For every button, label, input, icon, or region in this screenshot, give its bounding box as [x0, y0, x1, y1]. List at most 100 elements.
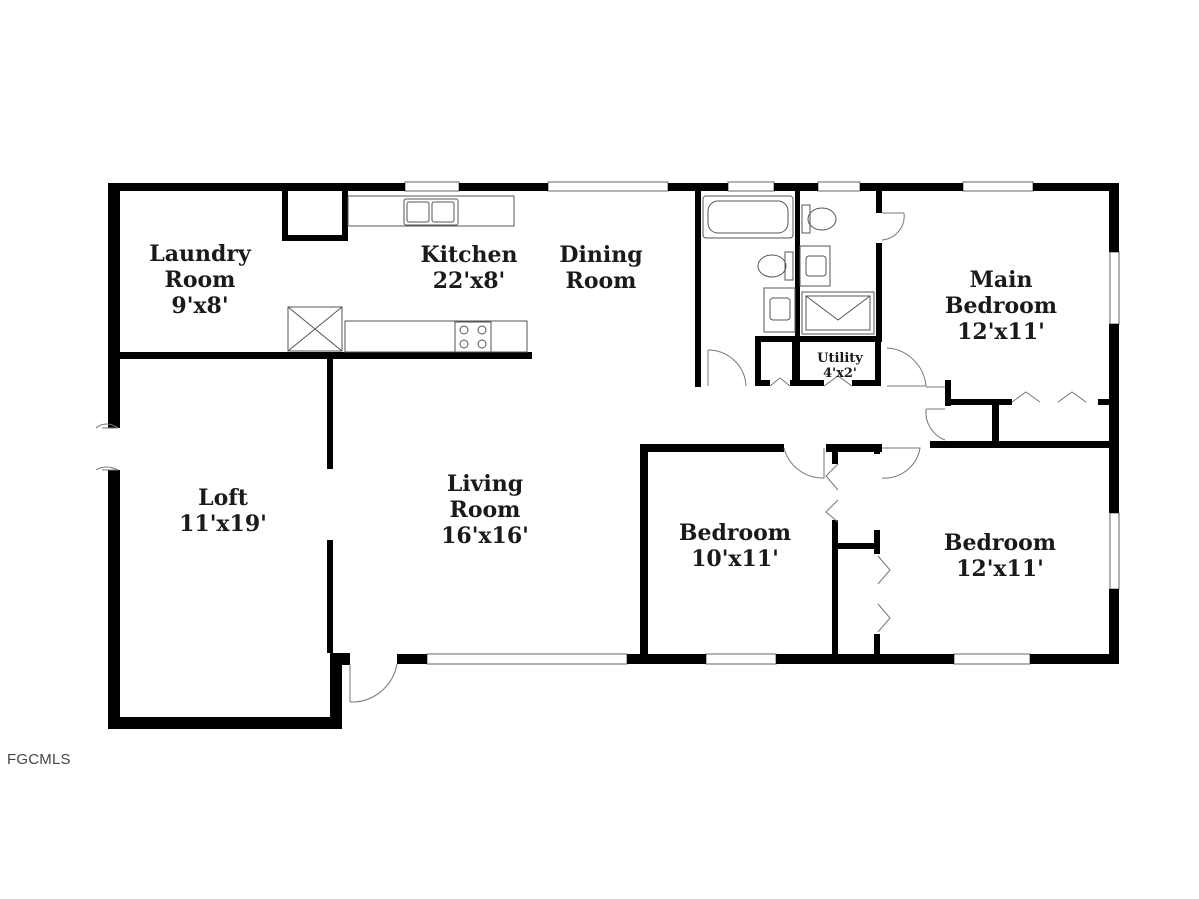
wall [108, 183, 405, 191]
bathtub-inner [707, 200, 789, 234]
wall [330, 653, 342, 729]
wall [342, 191, 348, 241]
wall [876, 243, 882, 342]
wall [342, 653, 350, 665]
watermark-label: FGCMLS [7, 751, 71, 768]
vanity [799, 245, 831, 287]
wall [108, 183, 120, 428]
wall [874, 634, 880, 664]
wall [282, 235, 348, 241]
burner [459, 339, 469, 349]
wall [760, 380, 770, 386]
sink-basin [406, 201, 430, 223]
window [705, 653, 777, 665]
wall [832, 520, 838, 664]
window [1109, 512, 1120, 590]
toilet-tank [784, 251, 794, 281]
loft-name: Loft [198, 485, 249, 511]
wall [874, 530, 880, 554]
wall [992, 399, 999, 444]
toilet-bowl [807, 207, 837, 231]
toilet-tank [801, 204, 811, 234]
sink-basin [431, 201, 455, 223]
wall [860, 183, 963, 191]
shower [801, 291, 875, 335]
refrigerator-x [287, 306, 343, 352]
wall [627, 654, 706, 664]
window [1109, 251, 1120, 325]
sink [805, 255, 827, 277]
bedroom-dims: 10'x11' [691, 546, 779, 572]
window [547, 181, 669, 192]
wall [120, 352, 532, 359]
wall [795, 191, 800, 386]
fixtures [287, 195, 875, 353]
bedroom-name: Bedroom [679, 520, 791, 546]
sink [403, 198, 459, 226]
wall [930, 441, 1109, 448]
stove [454, 321, 492, 353]
door [825, 463, 839, 523]
door [881, 447, 921, 479]
wall [282, 191, 288, 241]
wall [945, 380, 951, 406]
dining-room-name: Dining [559, 242, 642, 268]
wall [668, 183, 728, 191]
wall [695, 191, 701, 387]
wall [1109, 183, 1119, 252]
kitchen-dims: 22'x8' [433, 268, 506, 294]
door [1011, 391, 1087, 403]
room-labels: Laundry Room 9'x8' Kitchen 22'x8' Dining… [149, 241, 1057, 582]
living-room-dims: 16'x16' [441, 523, 529, 549]
sink [769, 297, 791, 321]
main-bedroom-dims: 12'x11' [957, 319, 1045, 345]
wall [792, 336, 798, 386]
bedroom-dims: 12'x11' [956, 556, 1044, 582]
utility-dims: 4'x2' [823, 366, 857, 381]
wall [876, 191, 882, 213]
door [707, 349, 747, 387]
wall [832, 543, 878, 549]
doors [95, 212, 1087, 703]
laundry-room-name: Laundry [149, 241, 252, 267]
vanity [763, 287, 796, 333]
bedroom-name: Bedroom [944, 530, 1056, 556]
wall [1109, 589, 1119, 664]
living-room-name: Room [450, 497, 521, 523]
counter [347, 195, 515, 227]
wall [108, 470, 120, 729]
wall [852, 380, 881, 386]
bathtub [702, 195, 794, 239]
laundry-room-name: Room [165, 267, 236, 293]
walls [108, 183, 1119, 729]
main-bedroom-name: Bedroom [945, 293, 1057, 319]
wall [790, 380, 824, 386]
burner [459, 325, 469, 335]
utility-name: Utility [817, 351, 863, 366]
wall [108, 717, 342, 729]
door [886, 347, 927, 387]
wall [774, 183, 818, 191]
shower-drain [805, 295, 871, 321]
burner [477, 339, 487, 349]
kitchen-name: Kitchen [420, 242, 517, 268]
main-bedroom-name: Main [970, 267, 1033, 293]
door [95, 423, 119, 471]
window [817, 181, 861, 192]
burner [477, 325, 487, 335]
counter [344, 320, 528, 353]
door [881, 212, 905, 241]
wall [640, 444, 784, 452]
door [349, 663, 398, 703]
wall [397, 654, 427, 664]
door [769, 375, 853, 387]
living-room-name: Living [447, 471, 523, 497]
wall [755, 336, 761, 386]
toilet-bowl [757, 254, 787, 278]
loft-dims: 11'x19' [179, 511, 267, 537]
wall [1033, 183, 1119, 191]
wall [327, 359, 333, 469]
wall [459, 183, 548, 191]
wall [875, 336, 881, 386]
